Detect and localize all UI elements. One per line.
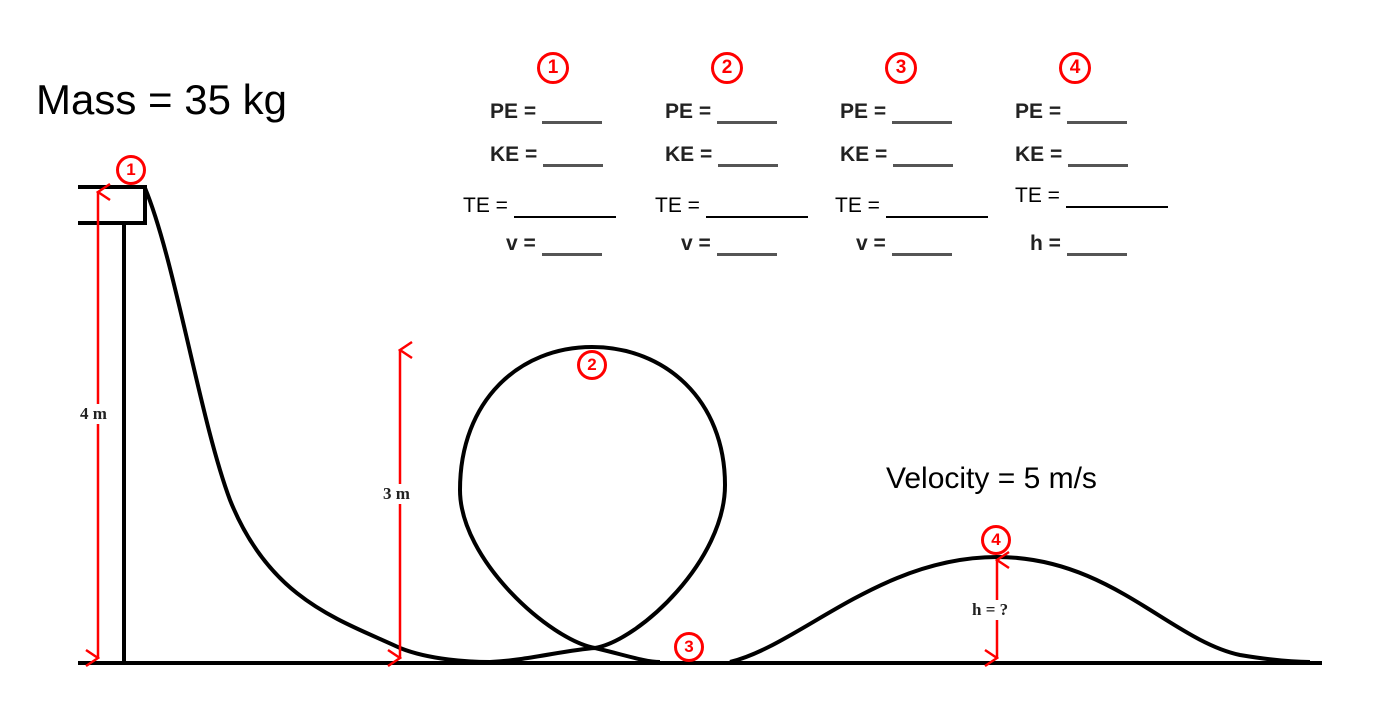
- ke-blank[interactable]: [893, 144, 954, 167]
- marker-1: 1: [116, 155, 146, 185]
- point-1-badge: 1: [537, 52, 569, 84]
- ke-label: KE =: [840, 143, 888, 166]
- height-label-2: 3 m: [383, 484, 410, 504]
- pe-blank[interactable]: [542, 101, 603, 124]
- ke-label: KE =: [490, 143, 538, 166]
- te-label: TE =: [655, 194, 700, 217]
- velocity-label: Velocity = 5 m/s: [886, 462, 1097, 495]
- ke-blank[interactable]: [543, 144, 604, 167]
- pe-blank[interactable]: [892, 101, 953, 124]
- v-blank[interactable]: [891, 233, 952, 256]
- point-4-badge: 4: [1059, 52, 1091, 84]
- pe-label: PE =: [840, 100, 887, 123]
- v-label: v =: [681, 232, 711, 255]
- pe-label: PE =: [665, 100, 712, 123]
- te-label: TE =: [1015, 184, 1060, 207]
- track-drop: [143, 187, 491, 664]
- ke-label: KE =: [1015, 143, 1063, 166]
- marker-4: 4: [981, 525, 1011, 555]
- ke-label: KE =: [665, 143, 713, 166]
- point-2-badge: 2: [711, 52, 743, 84]
- te-label: TE =: [835, 194, 880, 217]
- te-blank[interactable]: [1065, 188, 1168, 208]
- mass-label: Mass = 35 kg: [36, 76, 287, 123]
- marker-2: 2: [577, 350, 607, 380]
- v-blank[interactable]: [716, 233, 777, 256]
- v-label: v =: [856, 232, 886, 255]
- te-blank[interactable]: [513, 198, 616, 218]
- ke-blank[interactable]: [1068, 144, 1129, 167]
- pe-label: PE =: [490, 100, 537, 123]
- track-loop: [457, 344, 728, 664]
- te-label: TE =: [463, 194, 508, 217]
- v-label: v =: [506, 232, 536, 255]
- marker-3: 3: [674, 632, 704, 662]
- pe-blank[interactable]: [717, 101, 778, 124]
- platform: [78, 185, 147, 663]
- point-3-badge: 3: [885, 52, 917, 84]
- h-label: h =: [1030, 232, 1061, 255]
- te-blank[interactable]: [705, 198, 808, 218]
- pe-label: PE =: [1015, 100, 1062, 123]
- height-label-4: h = ?: [972, 600, 1009, 620]
- te-blank[interactable]: [885, 198, 988, 218]
- track-hump: [729, 554, 1311, 664]
- v-blank[interactable]: [541, 233, 602, 256]
- height-label-1: 4 m: [80, 404, 107, 424]
- h-blank[interactable]: [1066, 233, 1127, 256]
- ke-blank[interactable]: [718, 144, 779, 167]
- pe-blank[interactable]: [1067, 101, 1128, 124]
